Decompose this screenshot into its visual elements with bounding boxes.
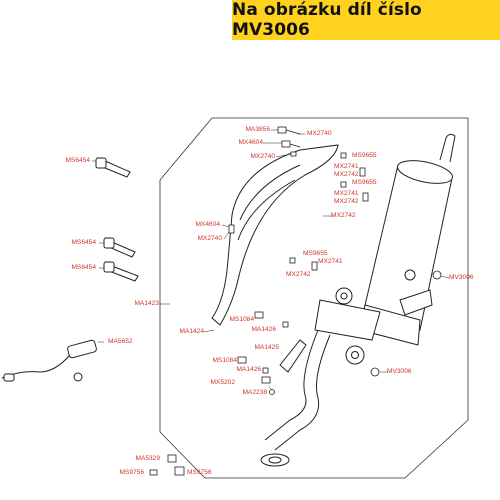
label-ms9655-low: MS9655	[303, 250, 328, 257]
label-ms9655-mid: MS9655	[352, 179, 377, 186]
label-ma1425: MA1425	[254, 344, 279, 351]
label-mx4604-top: MX4604	[238, 139, 263, 146]
sensor-cable	[1, 339, 97, 382]
label-mx2742-mid: MX2742	[334, 198, 359, 205]
label-mx2742-top: MX2742	[334, 171, 359, 178]
label-mx2742-body: MX2742	[331, 212, 356, 219]
label-ma3856: MA3856	[245, 126, 270, 133]
label-ms9756-left: MS9756	[119, 469, 144, 476]
label-mv3006-low: MV3006	[387, 368, 412, 375]
label-mx2740-mid: MX2740	[250, 153, 275, 160]
label-mx2740-shield: MX2740	[197, 235, 222, 242]
label-ma1423: MA1423	[134, 300, 159, 307]
part-number-banner: Na obrázku díl číslo MV3006	[232, 0, 500, 40]
label-ms1084-low: MS1084	[212, 357, 237, 364]
label-ma1426-low: MA1426	[236, 366, 261, 373]
banner-text: Na obrázku díl číslo MV3006	[232, 0, 422, 40]
label-mv3006-top: MV3006	[449, 274, 474, 281]
label-mx4604-shield: MX4604	[195, 221, 220, 228]
hardware	[149, 126, 442, 476]
label-mx2741-mid: MX2741	[334, 190, 359, 197]
label-ms6454-top: MS6454	[65, 157, 90, 164]
exhaust-pipe	[260, 329, 331, 467]
label-ma5329: MA5329	[135, 455, 160, 462]
label-ms1084-top: MS1084	[229, 316, 254, 323]
bolts-left	[95, 157, 139, 282]
label-mx2741-top: MX2741	[334, 163, 359, 170]
label-ma1424: MA1424	[179, 328, 204, 335]
muffler	[314, 133, 456, 365]
label-mx2742-low: MX2742	[286, 271, 311, 278]
label-ma2238: MA2238	[242, 389, 267, 396]
label-mx5202: MX5202	[210, 379, 235, 386]
label-ms9655-top: MS9655	[352, 152, 377, 159]
label-ma5652: MA5652	[108, 338, 133, 345]
label-ms9756-right: MS9756	[187, 469, 212, 476]
leader-lines	[92, 129, 450, 391]
label-ms6454-mid: MS6454	[71, 239, 96, 246]
label-ma1426-top: MA1426	[251, 326, 276, 333]
heat-shield	[211, 144, 339, 326]
assembly-frame	[159, 117, 469, 479]
bracket	[279, 339, 307, 373]
label-mx2740-top: MX2740	[307, 130, 332, 137]
label-mx2741-low: MX2741	[318, 258, 343, 265]
label-ms6454-low: MS6454	[71, 264, 96, 271]
